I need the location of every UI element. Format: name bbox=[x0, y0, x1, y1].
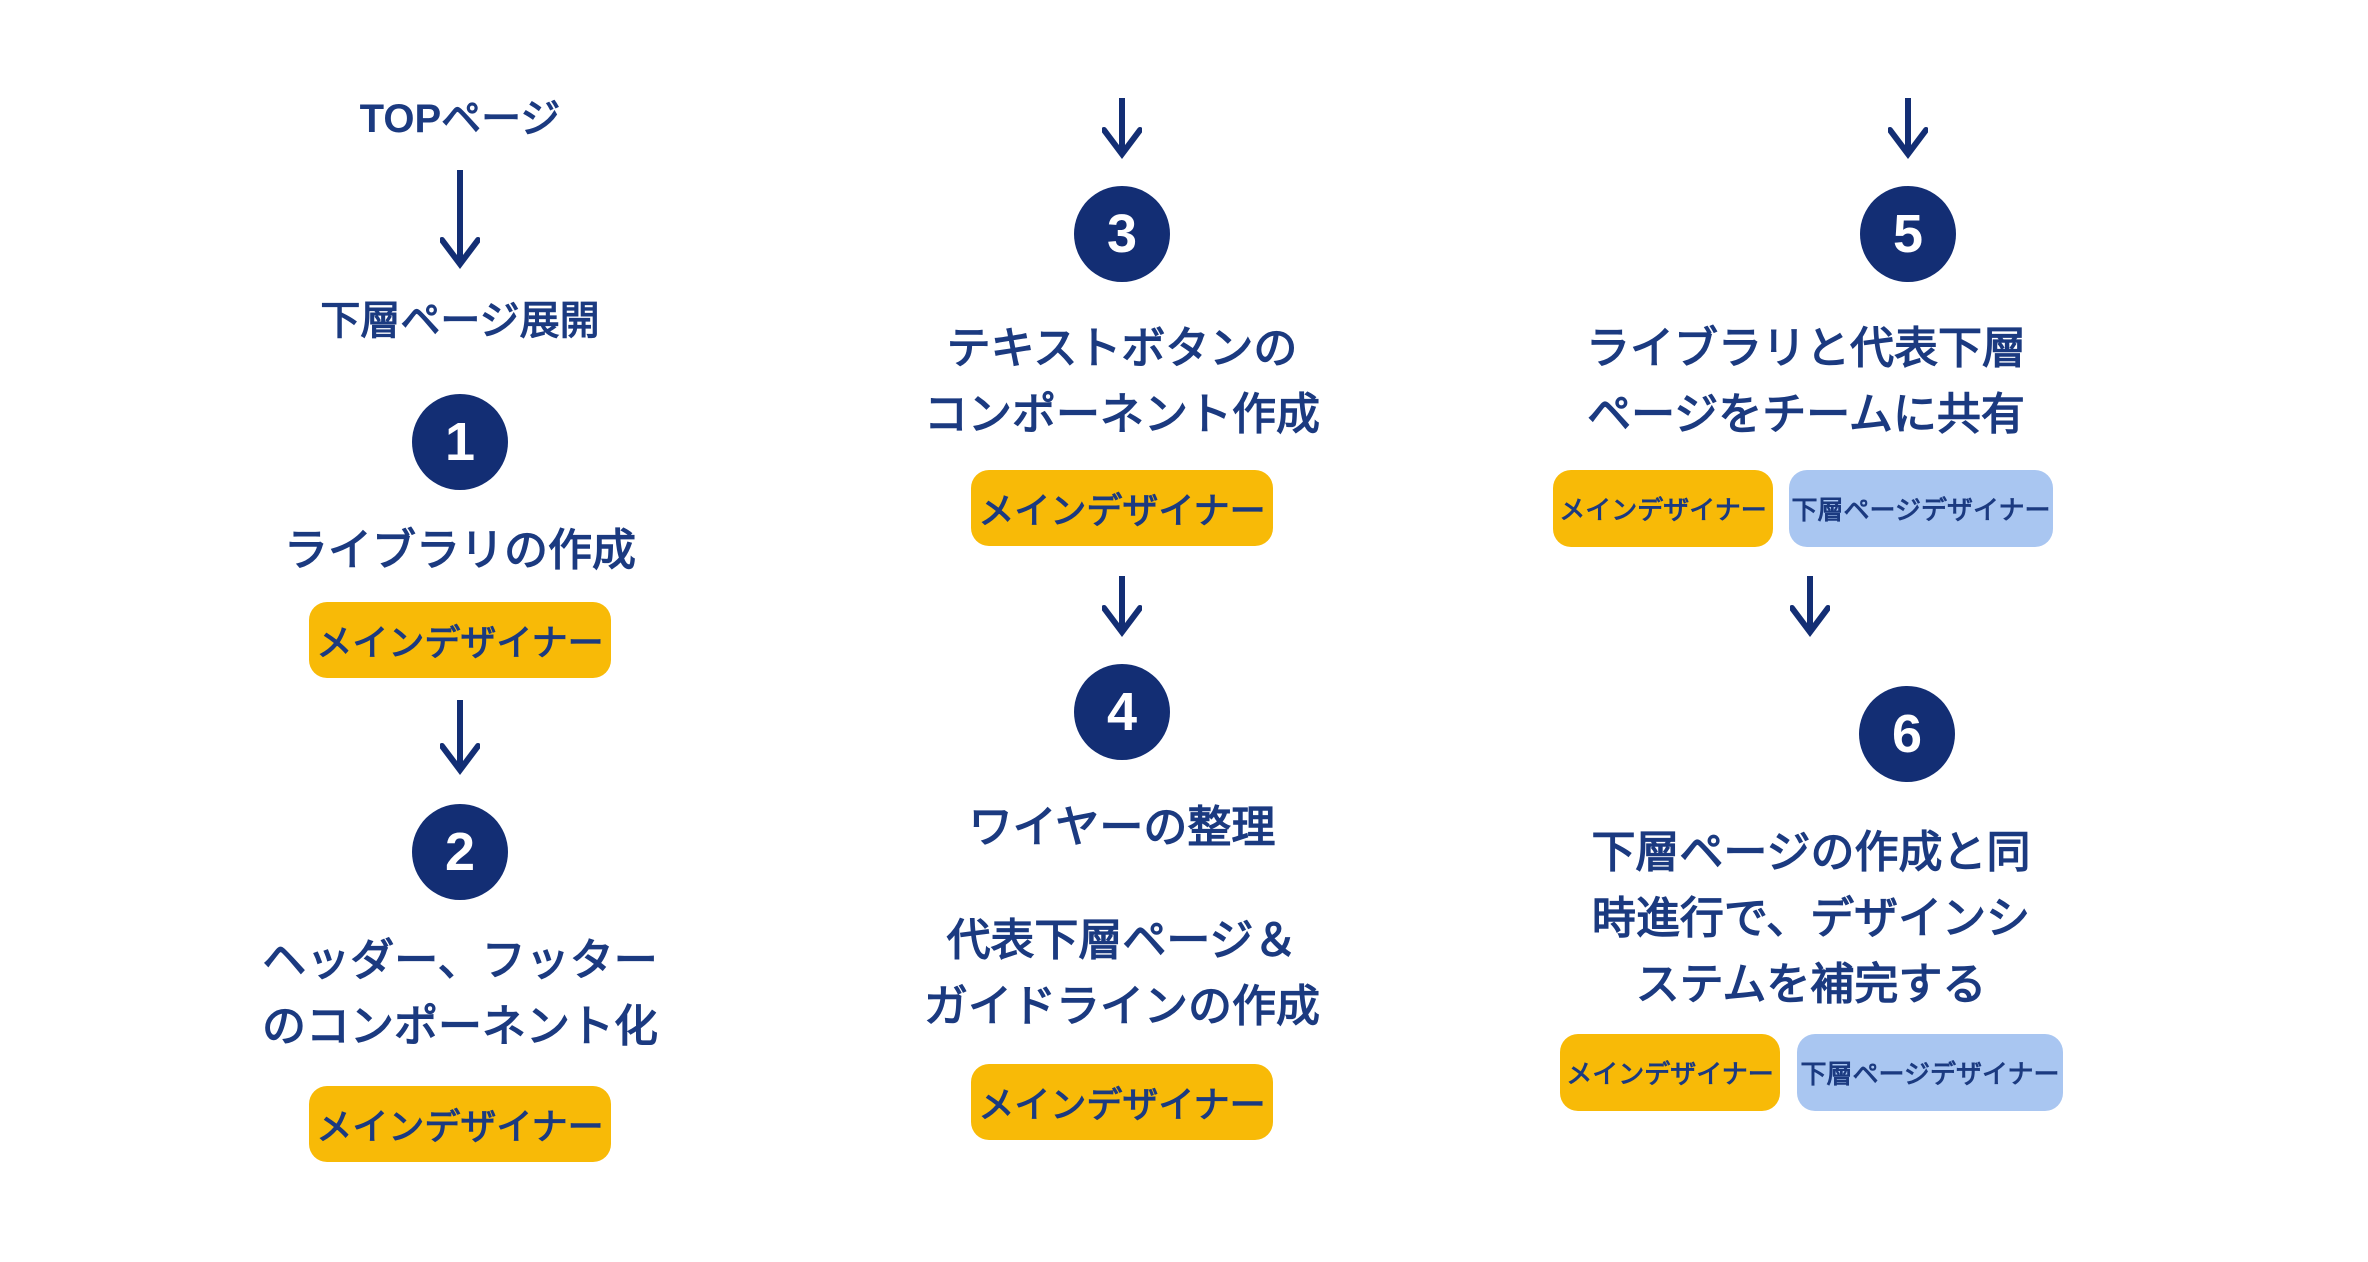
step-1-circle: 1 bbox=[412, 394, 508, 490]
step-2-main-designer-badge: メインデザイナー bbox=[309, 1086, 611, 1162]
subpage-expand-label: 下層ページ展開 bbox=[320, 299, 600, 343]
step-2-title-line-1: ヘッダー、フッター bbox=[262, 936, 658, 985]
step-2-number: 2 bbox=[444, 822, 476, 882]
down-arrow-icon bbox=[1102, 576, 1142, 637]
down-arrow-icon bbox=[1102, 98, 1142, 159]
down-arrow-icon bbox=[1888, 98, 1928, 159]
step-2-title: ヘッダー、フッター のコンポーネント化 bbox=[140, 928, 780, 1060]
step-3-number: 3 bbox=[1106, 204, 1138, 264]
step-6-title-line-2: 時進行で、デザインシ bbox=[1591, 894, 2031, 943]
step-4-circle: 4 bbox=[1074, 664, 1170, 760]
step-6-circle: 6 bbox=[1859, 686, 1955, 782]
step-3-main-designer-badge: メインデザイナー bbox=[971, 470, 1273, 546]
down-arrow-icon bbox=[440, 700, 480, 775]
step-5-circle: 5 bbox=[1860, 186, 1956, 282]
step-6-number: 6 bbox=[1891, 704, 1923, 764]
step-4-number: 4 bbox=[1106, 682, 1138, 742]
step-1-main-designer-badge: メインデザイナー bbox=[309, 602, 611, 678]
down-arrow-icon bbox=[440, 170, 480, 269]
step-2-title-line-2: のコンポーネント化 bbox=[262, 1002, 658, 1051]
step-4-subtitle-line-1: 代表下層ページ＆ bbox=[946, 916, 1298, 965]
step-5-main-designer-badge: メインデザイナー bbox=[1553, 470, 1773, 547]
step-3-circle: 3 bbox=[1074, 186, 1170, 282]
step-1-number: 1 bbox=[444, 412, 476, 472]
step-5-title-line-1: ライブラリと代表下層 bbox=[1586, 324, 2026, 373]
step-4-subtitle: 代表下層ページ＆ ガイドラインの作成 bbox=[822, 908, 1422, 1040]
top-page-label: TOPページ bbox=[359, 97, 561, 141]
down-arrow-icon bbox=[1790, 576, 1830, 637]
step-3-title-line-2: コンポーネント作成 bbox=[924, 390, 1320, 439]
step-6-subpage-designer-badge: 下層ページデザイナー bbox=[1797, 1034, 2063, 1111]
step-4-main-designer-badge: メインデザイナー bbox=[971, 1064, 1273, 1140]
step-6-main-designer-badge: メインデザイナー bbox=[1560, 1034, 1780, 1111]
step-3-title: テキストボタンの コンポーネント作成 bbox=[822, 316, 1422, 448]
step-2-circle: 2 bbox=[412, 804, 508, 900]
step-6-title: 下層ページの作成と同 時進行で、デザインシ ステムを補完する bbox=[1486, 820, 2136, 1018]
step-3-title-line-1: テキストボタンの bbox=[946, 324, 1298, 373]
step-6-title-line-3: ステムを補完する bbox=[1635, 960, 1987, 1009]
step-6-title-line-1: 下層ページの作成と同 bbox=[1591, 828, 2031, 877]
step-4-subtitle-line-2: ガイドラインの作成 bbox=[924, 982, 1320, 1031]
step-1-title: ライブラリの作成 bbox=[284, 526, 636, 575]
step-5-number: 5 bbox=[1892, 204, 1924, 264]
step-5-subpage-designer-badge: 下層ページデザイナー bbox=[1789, 470, 2053, 547]
step-4-title: ワイヤーの整理 bbox=[968, 803, 1276, 852]
step-5-title: ライブラリと代表下層 ページをチームに共有 bbox=[1506, 316, 2106, 448]
step-5-title-line-2: ページをチームに共有 bbox=[1587, 390, 2025, 439]
